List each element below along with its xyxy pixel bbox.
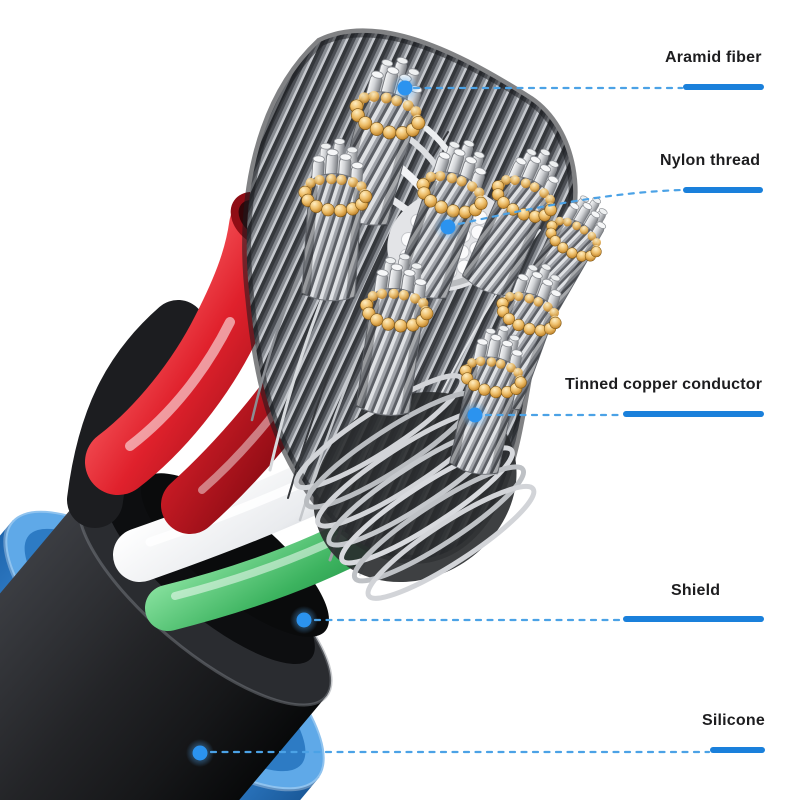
callout-label-shield: Shield xyxy=(671,582,721,599)
marker-dot-shield xyxy=(290,606,318,634)
callout-underline-tinned-copper-conductor xyxy=(623,411,764,417)
callout-underline-nylon-thread xyxy=(683,187,763,193)
callout-underline-shield xyxy=(623,616,764,622)
callout-underline-aramid-fiber xyxy=(683,84,764,90)
callout-label-tinned-copper-conductor: Tinned copper conductor xyxy=(565,376,763,393)
callout-label-aramid-fiber: Aramid fiber xyxy=(665,49,762,66)
leader-line-nylon-thread xyxy=(457,188,684,226)
marker-dot-tinned-copper-conductor xyxy=(461,401,489,429)
marker-dots xyxy=(186,74,489,767)
marker-dot-silicone xyxy=(186,739,214,767)
callout-label-nylon-thread: Nylon thread xyxy=(660,152,761,169)
marker-dot-nylon-thread xyxy=(434,213,462,241)
callout-underline-silicone xyxy=(710,747,765,753)
leader-lines xyxy=(209,86,711,754)
marker-dot-aramid-fiber xyxy=(391,74,419,102)
callout-label-silicone: Silicone xyxy=(702,712,765,729)
